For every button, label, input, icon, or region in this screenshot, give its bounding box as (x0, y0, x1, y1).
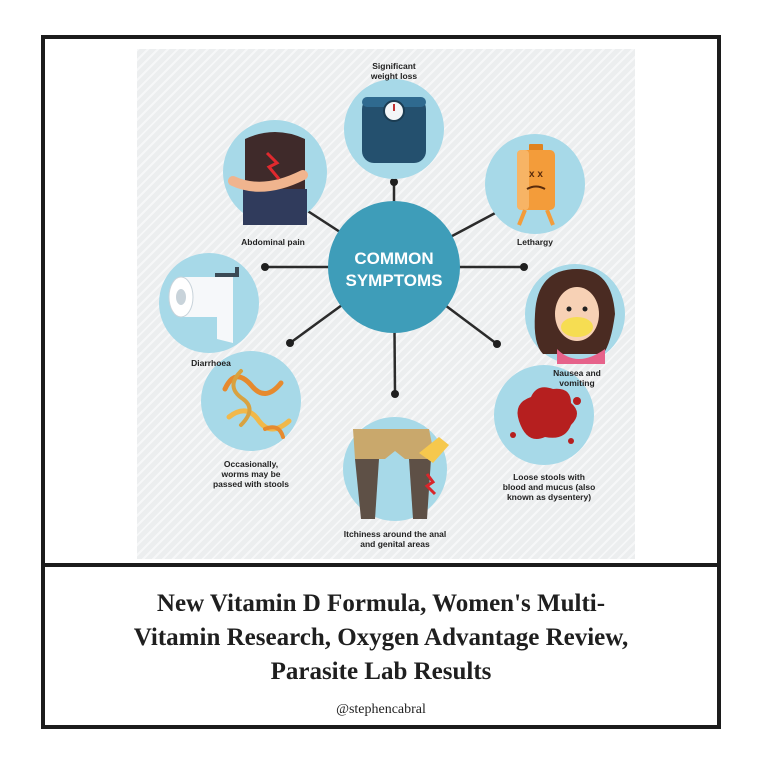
label-worms-3: passed with stools (213, 479, 289, 489)
label-abdominal-pain: Abdominal pain (241, 237, 305, 247)
author-handle: @stephencabral (336, 702, 426, 717)
label-lethargy: Lethargy (517, 237, 553, 247)
label-nausea-2: vomiting (559, 378, 594, 388)
label-nausea-1: Nausea and (553, 368, 601, 378)
infographic-diagram: x x (159, 61, 625, 549)
center-label-line2: SYMPTOMS (346, 271, 443, 290)
post-frame: x x (41, 35, 721, 729)
label-itchiness-1: Itchiness around the anal (344, 529, 447, 539)
scale-icon (344, 79, 444, 179)
svg-text:x x: x x (529, 169, 543, 180)
stomach-pain-icon (223, 120, 327, 225)
nauseous-woman-icon (525, 264, 625, 364)
worms-icon (201, 351, 301, 451)
itchy-legs-icon (343, 417, 449, 521)
blood-stain-icon (494, 365, 594, 465)
label-dysentery-2: blood and mucus (also (503, 482, 596, 492)
caption-divider (45, 563, 717, 567)
episode-title-line1: New Vitamin D Formula, Women's Multi- (156, 590, 606, 617)
label-weight-loss-1: Significant (372, 61, 416, 71)
symptoms-infographic: x x (137, 49, 635, 559)
label-dysentery-1: Loose stools with (513, 472, 585, 482)
label-worms-2: worms may be (220, 469, 280, 479)
label-worms-1: Occasionally, (224, 459, 278, 469)
label-itchiness-2: and genital areas (360, 539, 430, 549)
label-weight-loss-2: weight loss (370, 71, 418, 81)
label-diarrhoea: Diarrhoea (191, 358, 231, 368)
empty-battery-icon: x x (485, 134, 585, 234)
episode-title-line2: Vitamin Research, Oxygen Advantage Revie… (133, 624, 629, 651)
center-label-line1: COMMON (354, 249, 433, 268)
symptom-labels: Significant weight loss Lethargy Nausea … (191, 61, 601, 549)
episode-title-line3: Parasite Lab Results (270, 658, 492, 685)
label-dysentery-3: known as dysentery) (507, 492, 591, 502)
center-hub: COMMON SYMPTOMS (328, 201, 460, 333)
episode-title: New Vitamin D Formula, Women's Multi- Vi… (45, 587, 717, 689)
toilet-paper-icon (159, 253, 259, 353)
